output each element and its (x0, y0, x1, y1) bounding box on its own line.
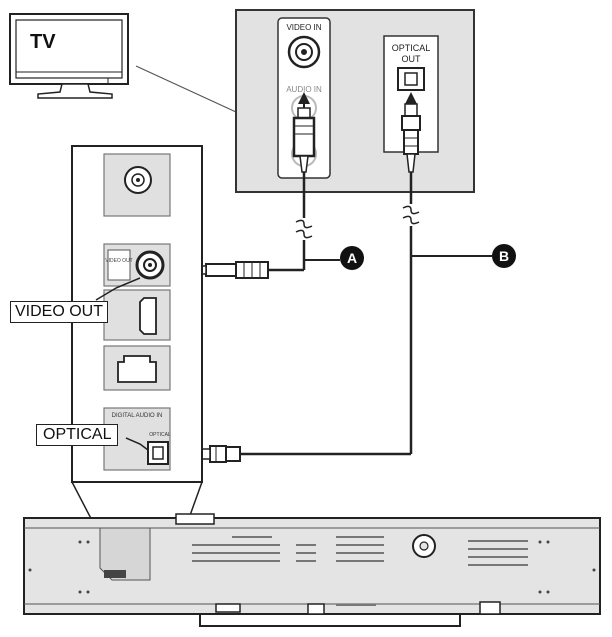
lan-port (117, 355, 157, 383)
video-out-callout: VIDEO OUT (10, 301, 109, 323)
tv-rear-panel: VIDEO IN AUDIO IN OPTICAL OUT (235, 9, 475, 193)
video-jack-small-label: VIDEO OUT (105, 258, 133, 264)
marker-a-label: A (347, 250, 357, 266)
video-out-leader (95, 277, 141, 301)
marker-b-label: B (499, 248, 509, 264)
optical-jack-small-label: OPTICAL (149, 432, 171, 438)
tv-icon: TV (9, 13, 129, 99)
video-in-label: VIDEO IN (286, 23, 321, 32)
digital-audio-label: DIGITAL AUDIO IN (112, 413, 163, 419)
hdmi-port (139, 297, 157, 335)
optical-out-label-1: OPTICAL (392, 43, 431, 53)
optical-callout: OPTICAL (36, 424, 119, 446)
zoom-line-tv (135, 65, 237, 113)
marker-a: A (340, 246, 364, 270)
audio-in-label: AUDIO IN (286, 85, 322, 94)
marker-b: B (492, 244, 516, 268)
optical-leader (125, 437, 149, 451)
optical-out-label-2: OUT (402, 54, 422, 64)
soundbar-unit (23, 513, 601, 627)
tv-label: TV (30, 31, 56, 53)
